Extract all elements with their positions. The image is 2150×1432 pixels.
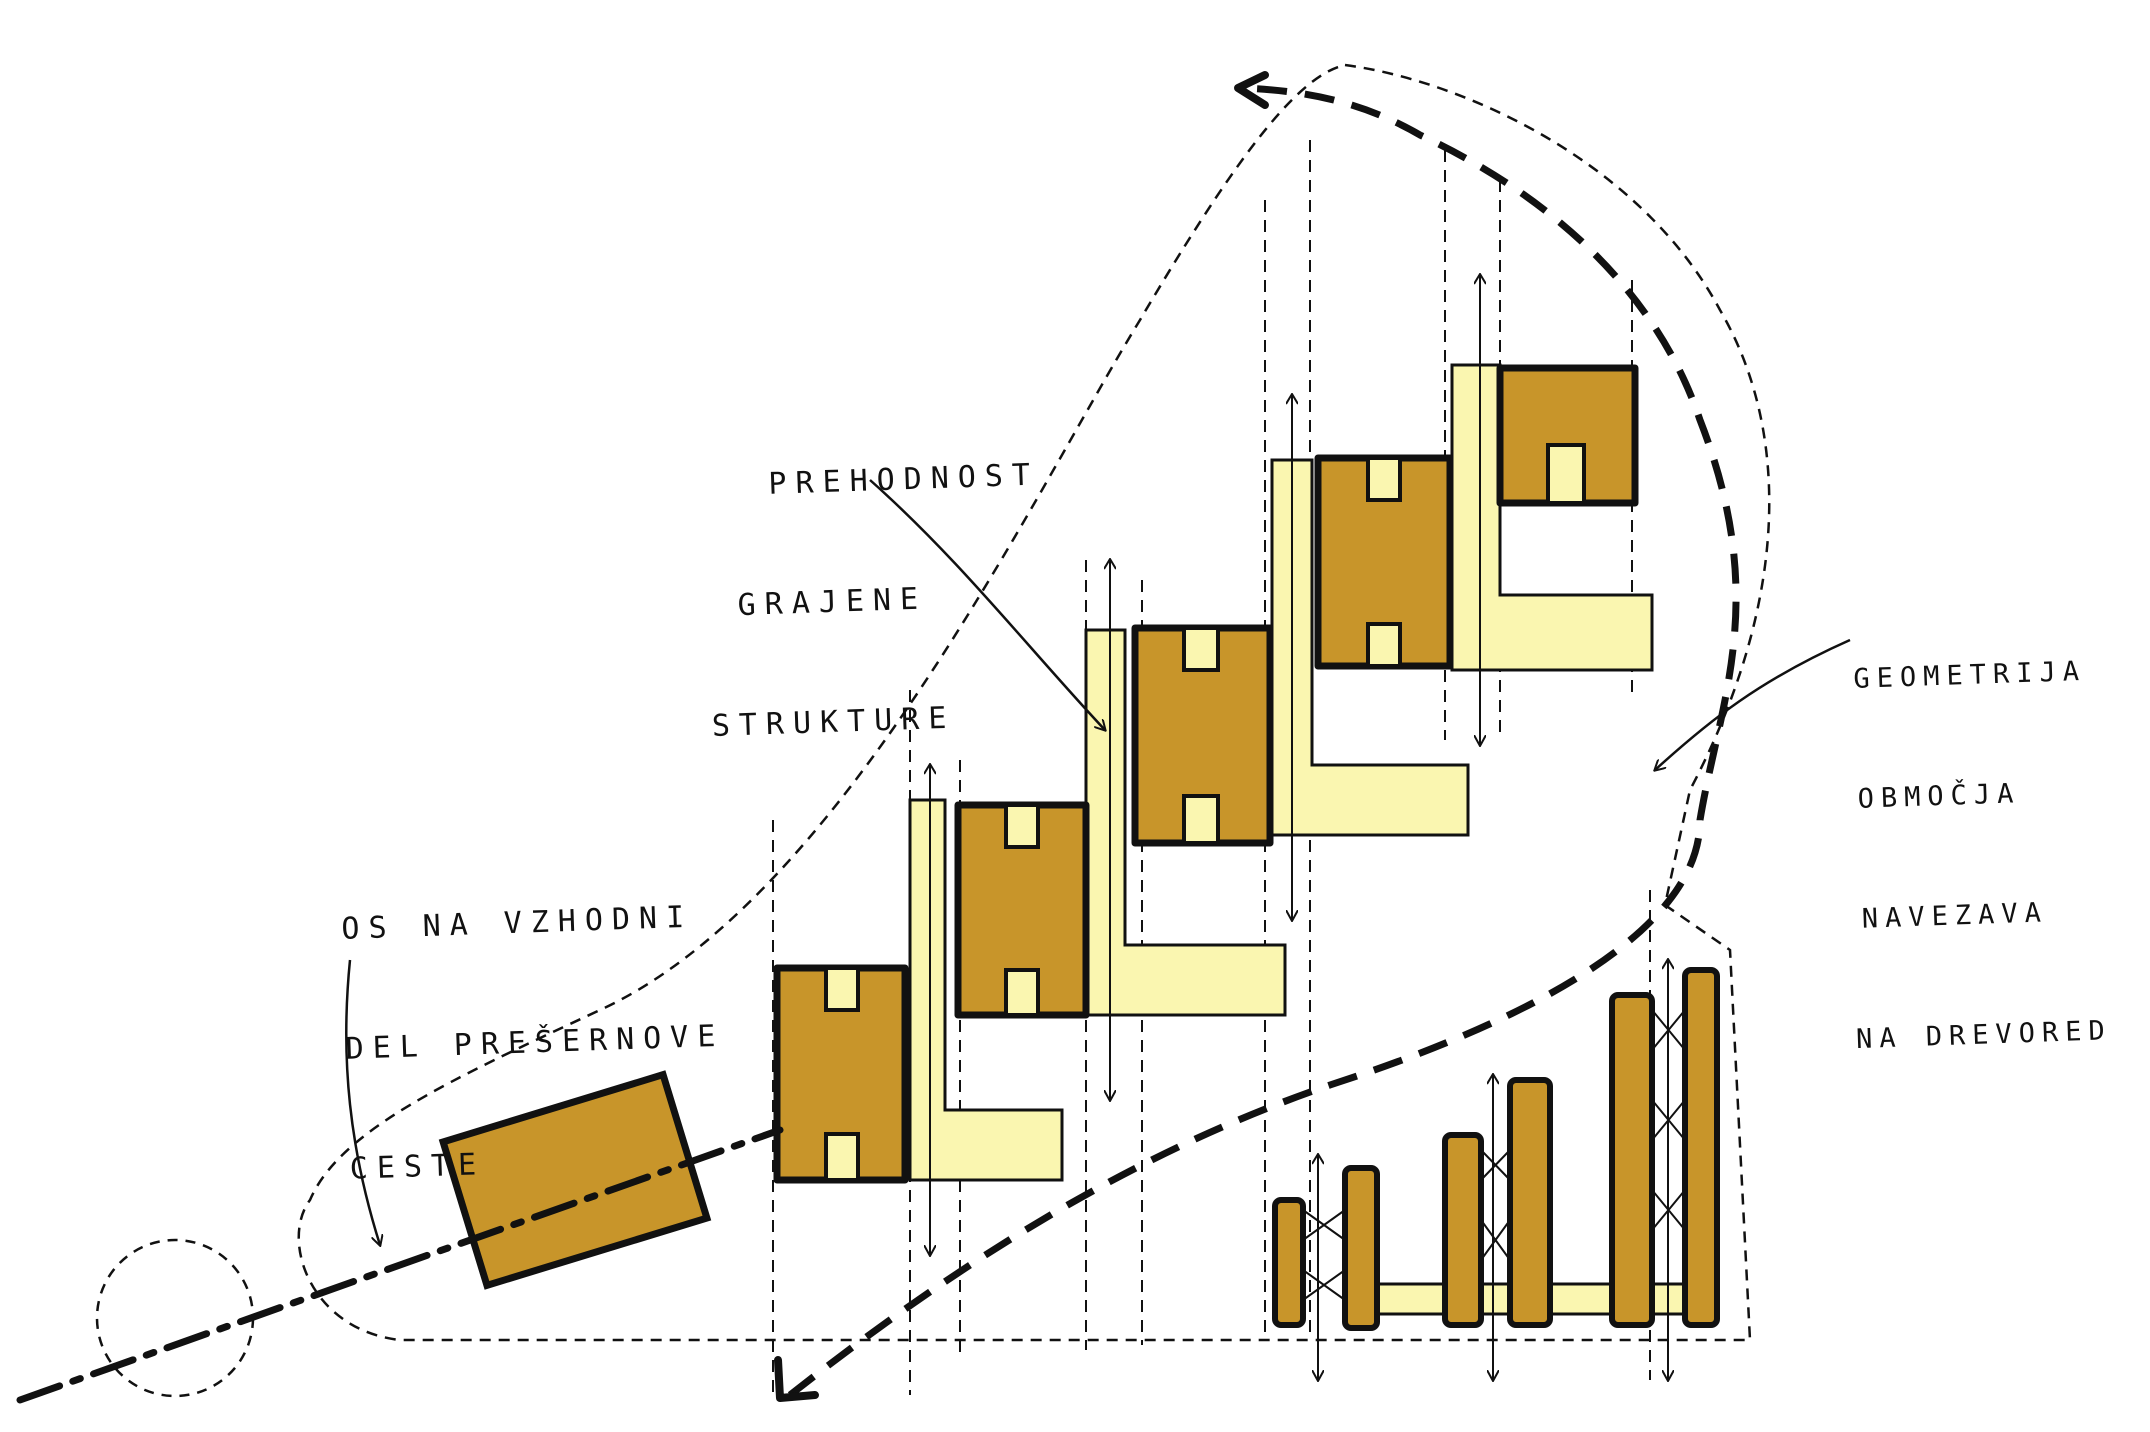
label-os-line-2: DEL PREŠERNOVE xyxy=(345,1018,725,1067)
label-os: OS NA VZHODNI DEL PREŠERNOVE CESTE xyxy=(338,817,731,1230)
label-geometrija-line-2: OBMOČJA xyxy=(1857,778,2021,815)
axis-building xyxy=(438,1070,712,1290)
label-prehodnost-line-1: PREHODNOST xyxy=(767,457,1040,502)
site-boundary xyxy=(297,63,1771,1342)
tree-row xyxy=(1272,967,1720,1331)
passage-arrows xyxy=(930,275,1668,1380)
label-os-line-1: OS NA VZHODNI xyxy=(340,899,694,947)
curve-arrow-top xyxy=(1234,71,1269,109)
leader-arrows xyxy=(345,479,1851,1245)
label-geometrija: GEOMETRIJA OBMOČJA NAVEZAVA NA DREVORED xyxy=(1850,571,2114,1099)
bold-dashed-curve xyxy=(787,84,1740,1398)
curve-arrow-bottom xyxy=(774,1356,819,1402)
label-prehodnost: PREHODNOST GRAJENE STRUKTURE xyxy=(711,376,1049,785)
label-geometrija-line-3: NAVEZAVA xyxy=(1861,897,2049,935)
label-geometrija-line-4: NA DREVORED xyxy=(1855,1015,2113,1056)
label-prehodnost-line-2: GRAJENE xyxy=(737,581,928,624)
h-notches xyxy=(824,443,1586,1182)
label-os-line-3: CESTE xyxy=(349,1147,486,1187)
node-circle xyxy=(95,1238,255,1398)
main-axis xyxy=(16,1126,784,1404)
label-geometrija-line-1: GEOMETRIJA xyxy=(1852,655,2087,695)
